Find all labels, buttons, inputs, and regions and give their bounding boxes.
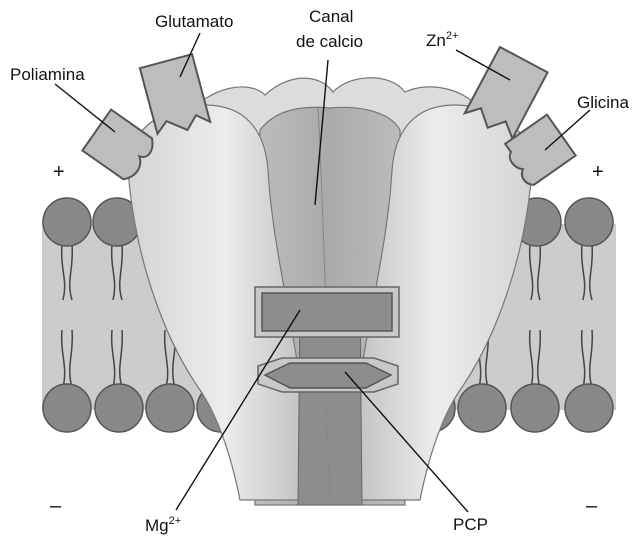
minus-sign-left: –: [50, 495, 62, 517]
plus-sign-right: +: [592, 161, 604, 183]
channel-label-line1: Canal: [309, 7, 353, 26]
magnesium-label-base: Mg: [145, 516, 169, 535]
mg-block: [262, 293, 392, 331]
magnesium-label-superscript: 2+: [169, 515, 182, 527]
minus-sign-right: –: [586, 495, 598, 517]
pcp-block: [265, 363, 391, 388]
magnesium-label: Mg2+: [145, 515, 181, 535]
channel-label-line2: de calcio: [296, 32, 363, 51]
plus-sign-left: +: [53, 161, 65, 183]
pcp-label: PCP: [453, 515, 488, 534]
zinc-label-base: Zn: [426, 31, 446, 50]
glutamate-label: Glutamato: [155, 12, 233, 31]
zinc-label: Zn2+: [426, 30, 458, 50]
zinc-label-superscript: 2+: [446, 30, 459, 42]
polyamine-label: Poliamina: [10, 65, 85, 84]
glycine-label: Glicina: [577, 93, 630, 112]
